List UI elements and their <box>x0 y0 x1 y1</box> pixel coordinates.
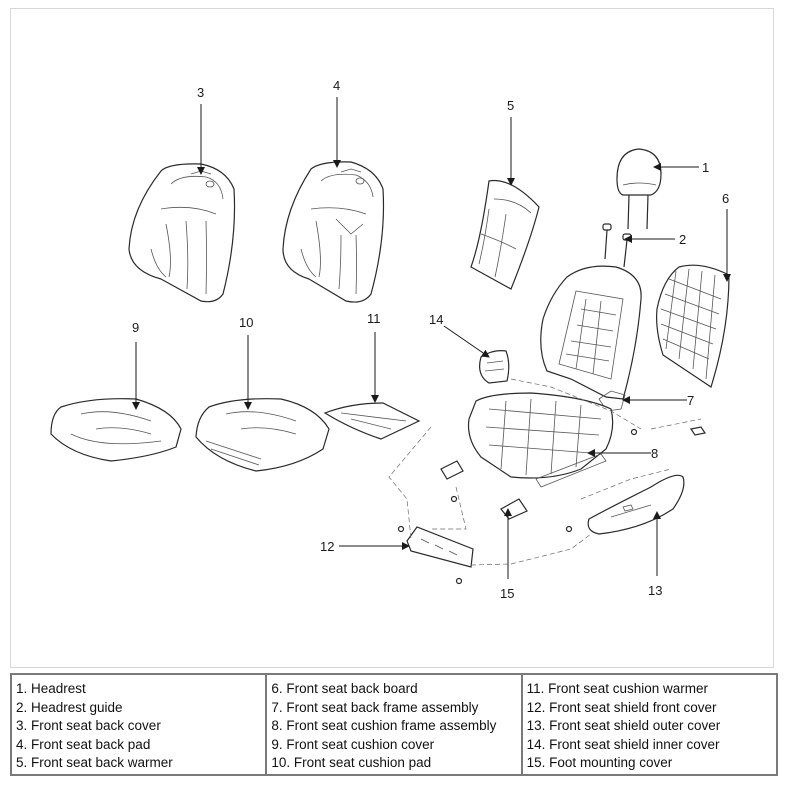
callout-4: 4 <box>333 78 340 93</box>
legend-item: 14. Front seat shield inner cover <box>526 736 720 752</box>
legend-column-3: 11. Front seat cushion warmer 12. Front … <box>523 675 776 774</box>
shield-outer-cover-part <box>587 474 685 535</box>
legend-item: 1. Headrest <box>16 681 86 696</box>
legend-item: 3. Front seat back cover <box>16 718 161 734</box>
legend-item: 10. Front seat cushion pad <box>271 755 432 771</box>
seat-exploded-view: 3 4 5 1 2 6 7 8 9 10 11 14 12 13 15 <box>50 78 731 601</box>
legend-item: 4. Front seat back pad <box>16 736 151 752</box>
headrest-part <box>616 148 662 230</box>
callout-6: 6 <box>722 191 729 206</box>
legend-item: 2. Headrest guide <box>16 699 123 715</box>
callout-9: 9 <box>132 320 139 335</box>
legend-item: 5. Front seat back warmer <box>16 755 173 771</box>
callout-leaders <box>132 97 731 579</box>
legend-item: 11. Front seat cushion warmer <box>526 681 708 696</box>
callout-2: 2 <box>679 232 686 247</box>
legend-item: 15. Foot mounting cover <box>526 755 673 771</box>
legend-item: 8. Front seat cushion frame assembly <box>271 718 497 734</box>
seat-back-frame-part <box>540 265 642 412</box>
callout-8: 8 <box>651 446 658 461</box>
cushion-pad-part <box>195 398 330 472</box>
cushion-cover-part <box>50 398 182 462</box>
legend-item: 7. Front seat back frame assembly <box>271 699 479 715</box>
legend-item: 12. Front seat shield front cover <box>526 699 717 715</box>
callout-12: 12 <box>320 539 334 554</box>
legend-column-1: 1. Headrest 2. Headrest guide 3. Front s… <box>12 675 268 774</box>
callout-11: 11 <box>367 311 381 326</box>
seat-back-pad-part <box>282 161 385 303</box>
seat-back-board-part <box>656 264 730 388</box>
parts-legend-table: 1. Headrest 2. Headrest guide 3. Front s… <box>10 673 778 776</box>
cushion-frame-part <box>467 392 614 488</box>
callout-7: 7 <box>687 393 694 408</box>
callout-13: 13 <box>648 583 662 598</box>
headrest-guide-part <box>602 223 632 268</box>
fasteners <box>397 426 706 585</box>
cushion-warmer-part <box>323 402 421 440</box>
callout-5: 5 <box>507 98 514 113</box>
legend-item: 6. Front seat back board <box>271 681 418 696</box>
legend-item: 13. Front seat shield outer cover <box>526 718 721 734</box>
seat-back-warmer-part <box>470 179 540 290</box>
callout-14: 14 <box>429 312 443 327</box>
shield-inner-cover-part <box>479 350 510 384</box>
assembly-guide-lines <box>388 378 702 566</box>
callout-15: 15 <box>500 586 514 601</box>
callout-10: 10 <box>239 315 253 330</box>
exploded-diagram: 3 4 5 1 2 6 7 8 9 10 11 14 12 13 15 <box>10 8 774 668</box>
legend-item: 9. Front seat cushion cover <box>271 736 435 752</box>
callout-1: 1 <box>702 160 709 175</box>
legend-column-2: 6. Front seat back board 7. Front seat b… <box>267 675 523 774</box>
seat-back-cover-part <box>128 163 236 303</box>
callout-3: 3 <box>197 85 204 100</box>
shield-front-cover-part <box>406 526 474 568</box>
